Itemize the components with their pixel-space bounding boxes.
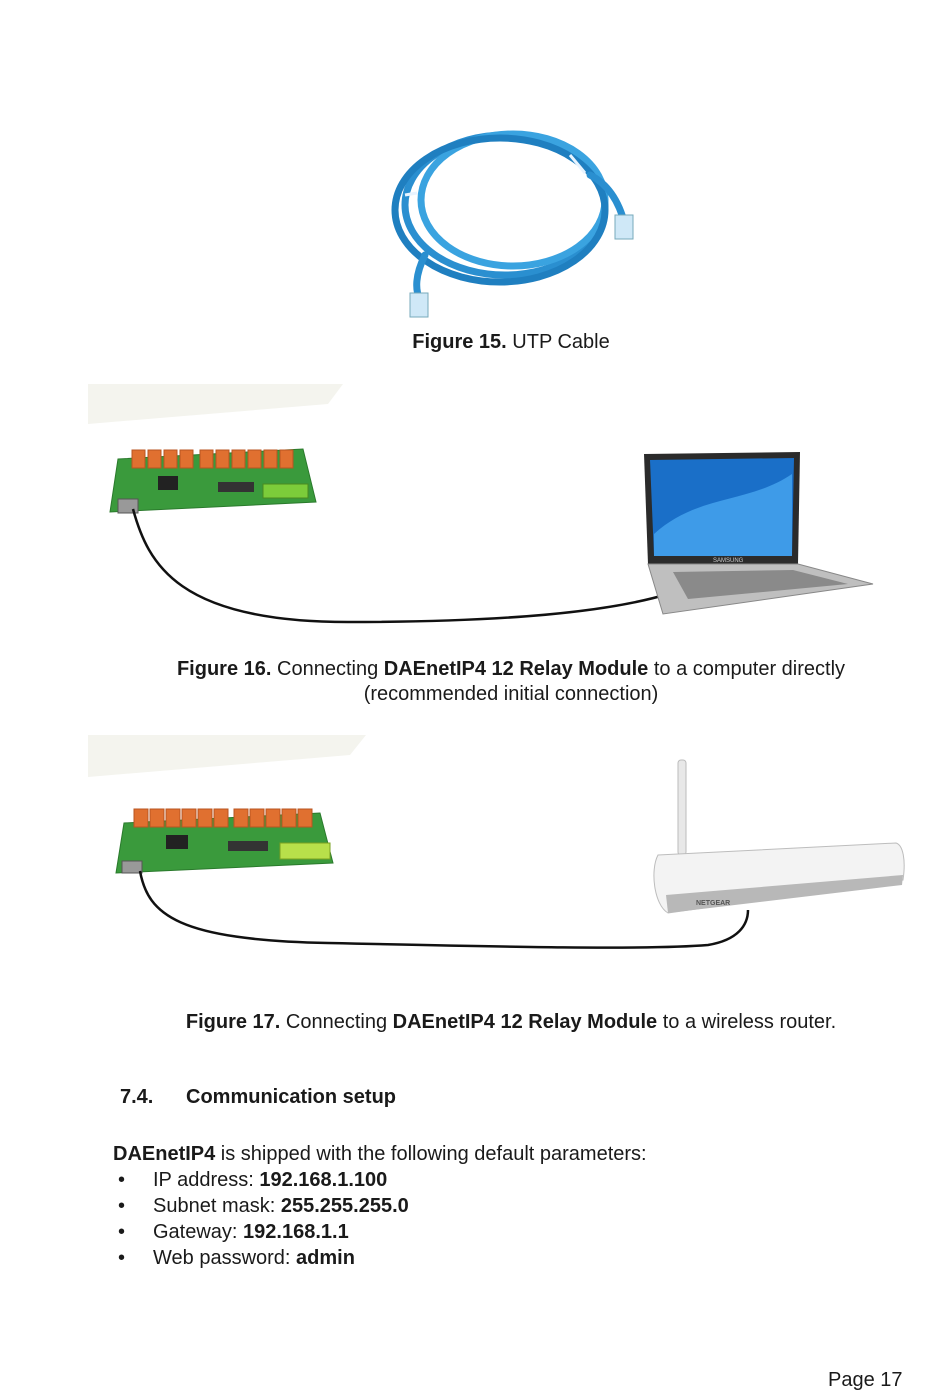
param-label: Subnet mask:	[153, 1195, 281, 1217]
figure-17-pre: Connecting	[280, 1011, 393, 1033]
param-value: 192.168.1.1	[243, 1221, 349, 1243]
figure-16-line-2: (recommended initial connection)	[363, 683, 659, 705]
bullet-icon: •	[118, 1221, 126, 1243]
relay-router-connection-image: NETGEAR	[88, 735, 908, 960]
relay-laptop-connection-image: SAMSUNG	[88, 384, 908, 639]
figure-16-pre: Connecting	[271, 658, 384, 680]
list-item: • Subnet mask: 255.255.255.0	[113, 1193, 409, 1219]
figure-16-product: DAEnetIP4 12 Relay Module	[383, 658, 649, 680]
relay-board	[109, 448, 317, 514]
intro-paragraph: DAEnetIP4 is shipped with the following …	[113, 1141, 647, 1167]
laptop: SAMSUNG	[644, 452, 874, 615]
param-label: IP address:	[153, 1169, 260, 1191]
param-label: Gateway:	[153, 1221, 244, 1243]
figure-17-product: DAEnetIP4 12 Relay Module	[392, 1011, 658, 1033]
figure-15-number: Figure 15.	[412, 331, 507, 353]
page-number: Page 17	[828, 1369, 903, 1391]
intro-text: is shipped with the following default pa…	[215, 1143, 647, 1165]
svg-text:NETGEAR: NETGEAR	[696, 900, 730, 907]
figure-16-post: to a computer directly	[648, 658, 846, 680]
figure-17-post: to a wireless router.	[657, 1011, 837, 1033]
default-parameters-list: • IP address: 192.168.1.100 • Subnet mask:…	[113, 1167, 409, 1271]
bullet-icon: •	[118, 1247, 126, 1269]
param-value: 192.168.1.100	[259, 1169, 388, 1191]
relay-board	[115, 808, 334, 874]
list-item: • IP address: 192.168.1.100	[113, 1167, 409, 1193]
param-value: admin	[296, 1247, 355, 1269]
figure-17-number: Figure 17.	[185, 1011, 281, 1033]
utp-cable-image	[385, 115, 650, 325]
figure-17-caption: Figure 17. Connecting DAEnetIP4 12 Relay…	[0, 1010, 950, 1035]
param-label: Web password:	[153, 1247, 297, 1269]
figure-16-line-1: Figure 16. Connecting DAEnetIP4 12 Relay…	[0, 657, 950, 682]
intro-product: DAEnetIP4	[113, 1143, 216, 1165]
router: NETGEAR	[653, 759, 905, 914]
bullet-icon: •	[118, 1195, 126, 1217]
bullet-icon: •	[118, 1169, 126, 1191]
figure-15-text: UTP Cable	[506, 331, 610, 353]
svg-text:SAMSUNG: SAMSUNG	[713, 558, 744, 564]
figure-16-number: Figure 16.	[176, 658, 272, 680]
section-number: 7.4.	[120, 1086, 154, 1108]
param-value: 255.255.255.0	[280, 1195, 409, 1217]
section-heading: 7.4. Communication setup	[120, 1086, 396, 1109]
figure-15-caption: Figure 15. UTP Cable	[0, 330, 950, 355]
section-title: Communication setup	[186, 1086, 397, 1108]
figure-16-caption: Figure 16. Connecting DAEnetIP4 12 Relay…	[0, 657, 950, 707]
list-item: • Gateway: 192.168.1.1	[113, 1219, 409, 1245]
list-item: • Web password: admin	[113, 1245, 409, 1271]
